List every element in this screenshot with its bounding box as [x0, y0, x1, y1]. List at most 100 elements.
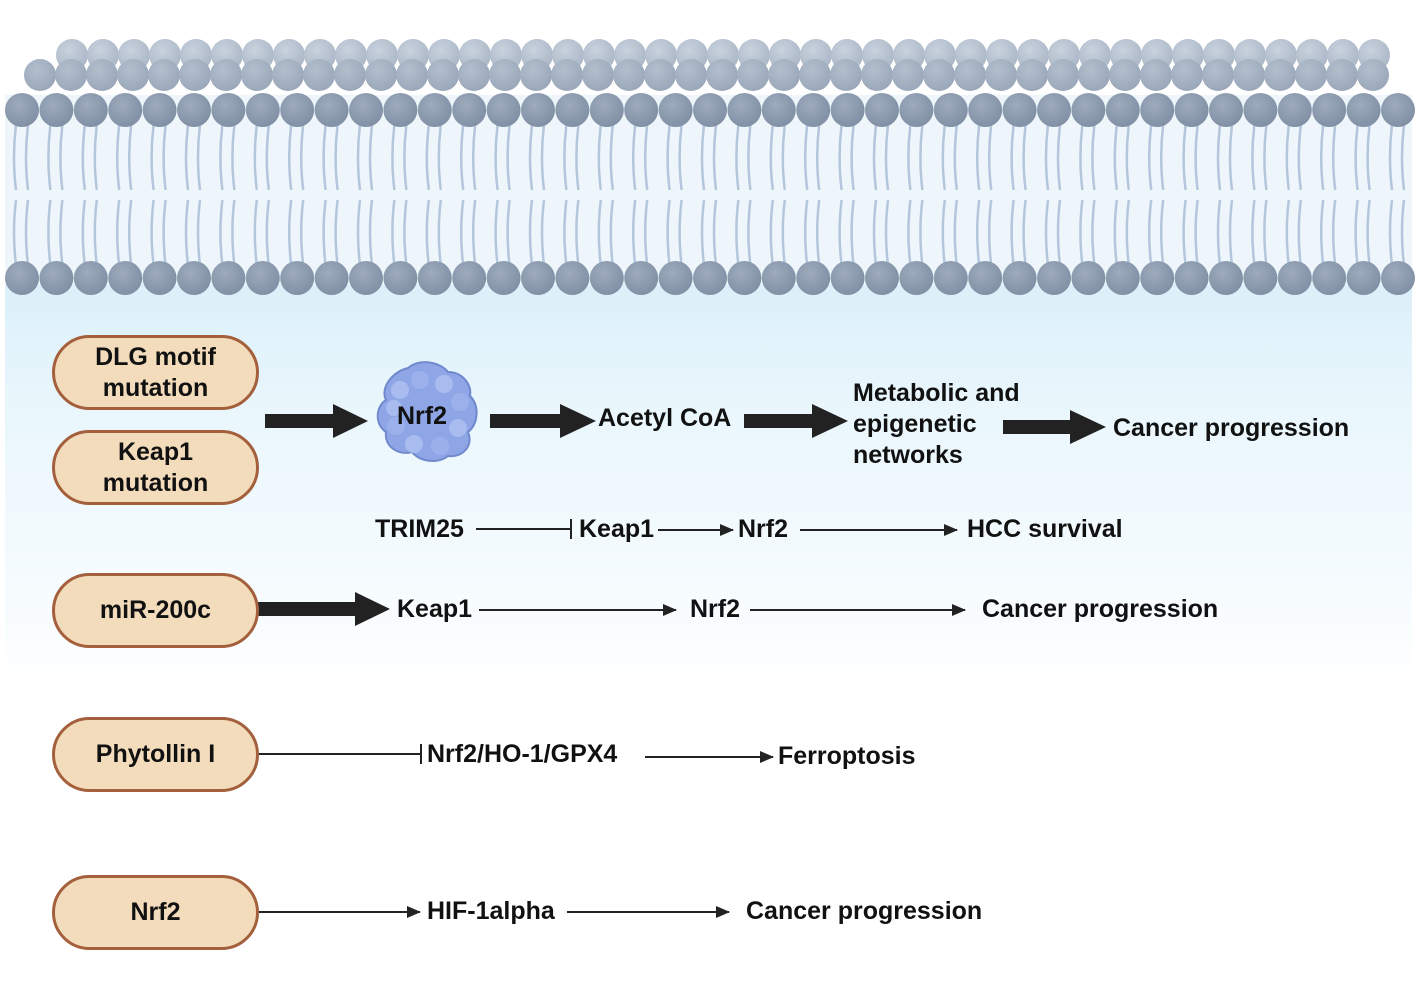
- metabolic-line1: Metabolic and: [853, 379, 1020, 407]
- lipid-head-middle: [1109, 59, 1141, 91]
- lipid-head-inner: [1312, 261, 1347, 295]
- ferroptosis-label: Ferroptosis: [778, 742, 916, 770]
- lipid-head-outer: [865, 93, 899, 127]
- nrf2-input-pill: Nrf2: [52, 875, 259, 950]
- lipid-head-middle: [520, 59, 552, 91]
- lipid-head-inner: [1346, 261, 1381, 295]
- lipid-tail: [941, 124, 947, 191]
- hif1alpha-label: HIF-1alpha: [427, 897, 555, 925]
- lipid-tail: [356, 199, 362, 266]
- lipid-head-inner: [1105, 261, 1140, 295]
- lipid-head-inner: [521, 261, 555, 295]
- lipid-tail: [196, 199, 202, 266]
- lipid-head-outer: [624, 93, 659, 127]
- lipid-tail: [115, 124, 121, 191]
- lipid-head-middle: [675, 59, 707, 91]
- lipid-tail: [609, 124, 615, 191]
- keap1-row2-label: Keap1: [579, 515, 655, 543]
- lipid-tail: [712, 124, 718, 191]
- lipid-tail: [597, 124, 603, 191]
- lipid-head-outer: [280, 93, 315, 127]
- lipid-tail: [403, 124, 408, 191]
- lipid-tail: [907, 124, 912, 191]
- lipid-tail: [838, 199, 843, 266]
- lipid-head-outer: [211, 93, 246, 127]
- lipid-head-outer: [142, 93, 177, 127]
- lipid-head-inner: [761, 261, 796, 295]
- lipid-tail: [1159, 124, 1165, 191]
- lipid-tail: [1022, 124, 1027, 191]
- thick-arrow-mir200c-keap1: [258, 592, 390, 626]
- lipid-tail: [1182, 124, 1187, 191]
- lipid-tail: [506, 124, 511, 191]
- lipid-head-middle: [1326, 59, 1358, 91]
- lipid-tail: [253, 199, 259, 266]
- lipid-tail: [1216, 199, 1222, 266]
- lipid-tail: [1182, 199, 1187, 266]
- lipid-tail: [368, 199, 374, 266]
- lipid-tail: [162, 124, 167, 191]
- lipid-tail: [884, 124, 890, 191]
- lipid-tail: [838, 124, 843, 191]
- nrf2-row2-label: Nrf2: [738, 515, 789, 543]
- lipid-head-middle: [1295, 59, 1327, 91]
- lipid-tail: [1366, 199, 1371, 266]
- lipid-tail: [1285, 124, 1291, 191]
- lipid-head-outer: [39, 93, 74, 127]
- lipid-head-outer: [1105, 93, 1140, 127]
- lipid-head-outer: [555, 93, 590, 127]
- lipid-head-inner: [1243, 261, 1278, 295]
- lipid-tail: [334, 124, 339, 191]
- lipid-head-inner: [108, 261, 143, 295]
- hcc-survival-label: HCC survival: [967, 515, 1123, 543]
- lipid-head-outer: [486, 93, 521, 127]
- lipid-head-middle: [737, 59, 769, 91]
- lipid-tail: [322, 124, 327, 191]
- lipid-head-middle: [148, 59, 180, 91]
- lipid-head-inner: [555, 261, 590, 295]
- lipid-tail: [1147, 124, 1153, 191]
- lipid-head-outer: [5, 93, 39, 127]
- lipid-head-middle: [954, 59, 986, 91]
- lipid-tail: [1228, 199, 1234, 266]
- lipid-tail: [59, 199, 64, 266]
- cell-membrane: [5, 39, 1415, 295]
- lipid-head-middle: [1233, 59, 1265, 91]
- cancer-progression-row5-label: Cancer progression: [746, 897, 983, 925]
- lipid-head-outer: [314, 93, 349, 127]
- lipid-tail: [563, 199, 568, 266]
- lipid-tail: [563, 124, 568, 191]
- dlg-motif-mutation-pill: DLG motif mutation: [52, 335, 259, 410]
- acetyl-coa-label: Acetyl CoA: [598, 404, 732, 432]
- lipid-tail: [231, 124, 236, 191]
- lipid-tail: [631, 124, 637, 191]
- lipid-head-inner: [245, 261, 280, 295]
- lipid-head-middle: [1264, 59, 1296, 91]
- lipid-tail: [597, 199, 603, 266]
- lipid-head-middle: [985, 59, 1017, 91]
- lipid-tail: [907, 199, 912, 266]
- lipid-head-inner: [796, 261, 831, 295]
- lipid-head-inner: [1140, 261, 1175, 295]
- lipid-head-inner: [1174, 261, 1209, 295]
- lipid-tail: [631, 199, 637, 266]
- thick-arrow-metabolic-to-cancer: [1003, 410, 1106, 444]
- lipid-head-inner: [211, 261, 246, 295]
- lipid-tail: [1079, 124, 1084, 191]
- lipid-head-inner: [452, 261, 487, 295]
- lipid-tail: [287, 199, 293, 266]
- keap1-mutation-label-line1: Keap1: [117, 437, 194, 466]
- keap1-mutation-label-line2: mutation: [102, 468, 209, 497]
- nrf2-protein-icon: [376, 361, 478, 462]
- lipid-tail: [287, 124, 293, 191]
- lipid-tail: [1194, 124, 1199, 191]
- lipid-tail: [425, 199, 431, 266]
- lipid-tail: [919, 199, 924, 266]
- thick-arrow-nrf2-to-acetyl-coa: [490, 404, 596, 438]
- thick-arrow-acetyl-coa-to-metabolic: [744, 404, 848, 438]
- dlg-motif-label-line1: DLG motif: [95, 342, 216, 371]
- lipid-tail: [528, 124, 534, 191]
- lipid-tail: [403, 199, 408, 266]
- lipid-head-outer: [1381, 93, 1415, 127]
- lipid-head-middle: [241, 59, 273, 91]
